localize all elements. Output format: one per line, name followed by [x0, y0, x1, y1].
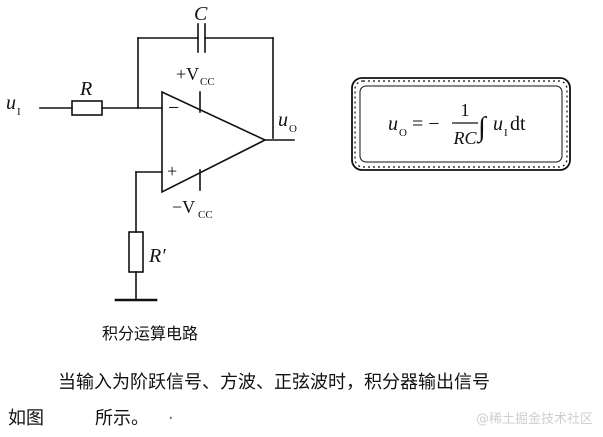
- plus-input-sign: +: [167, 161, 177, 181]
- rprime-label: R′: [148, 245, 166, 267]
- formula-integral: ∫: [476, 112, 488, 144]
- resistor-rprime: [128, 231, 144, 273]
- formula-integrand: u: [493, 113, 503, 135]
- formula-denominator: RC: [452, 128, 477, 148]
- formula-integrand-sub: I: [504, 127, 508, 139]
- output-label-sub: O: [289, 123, 297, 135]
- circuit-caption: 积分运算电路: [102, 324, 198, 343]
- minus-input-sign: −: [168, 97, 179, 119]
- formula-numerator: 1: [461, 100, 470, 120]
- watermark: @稀土掘金技术社区: [475, 412, 593, 427]
- op-amp-triangle: [161, 90, 267, 194]
- capacitor-label: C: [194, 3, 208, 25]
- formula-dt: dt: [510, 113, 526, 135]
- vcc-pos-sub: CC: [200, 76, 215, 88]
- formula-lhs-sub: O: [399, 127, 407, 139]
- resistor-r-label: R: [79, 78, 92, 100]
- input-label-sub: I: [17, 106, 21, 118]
- body-text-line1: 当输入为阶跃信号、方波、正弦波时，积分器输出信号: [58, 372, 490, 393]
- resistor-r: [71, 100, 103, 116]
- formula-equals: = −: [412, 113, 440, 135]
- body-text-line2-end: 所示。: [95, 408, 149, 429]
- body-text-line2-start: 如图: [8, 408, 44, 429]
- vcc-pos-label: +V: [176, 64, 199, 84]
- formula-lhs: u: [388, 113, 398, 135]
- vcc-neg-sub: CC: [198, 209, 213, 221]
- stray-dot: ·: [168, 408, 174, 429]
- formula-frame: [351, 77, 571, 171]
- vcc-neg-label: −V: [172, 197, 195, 217]
- input-label: u: [6, 92, 16, 114]
- output-label: u: [278, 109, 288, 131]
